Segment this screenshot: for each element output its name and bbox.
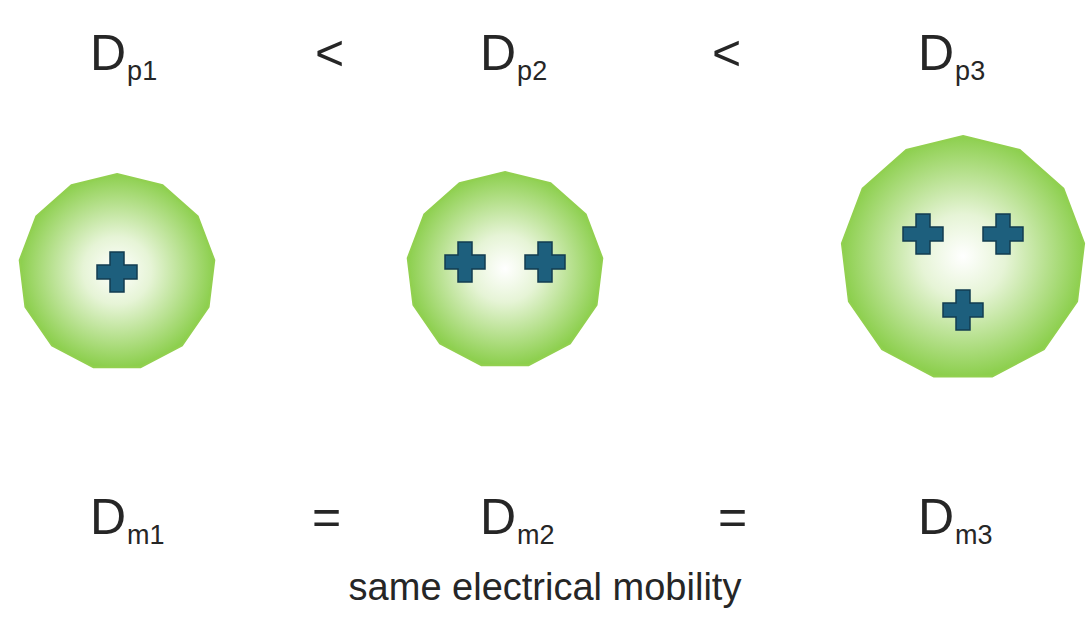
- symbol-letter: D: [918, 492, 954, 542]
- relation-sign: =: [718, 492, 747, 542]
- charge-symbol: [97, 252, 137, 292]
- subscript: p3: [955, 58, 985, 85]
- subscript: m3: [955, 522, 993, 549]
- relation-sign: =: [312, 492, 341, 542]
- relation-sign: <: [712, 28, 741, 78]
- symbol-letter: D: [918, 28, 954, 78]
- charge-symbol: [525, 242, 565, 282]
- symbol-letter: D: [90, 492, 126, 542]
- subscript: p1: [127, 58, 157, 85]
- caption-text: same electrical mobility: [349, 568, 742, 606]
- particle-shell: [408, 172, 603, 365]
- particle-shell: [20, 174, 215, 367]
- particle-shell: [842, 136, 1084, 377]
- charge-symbol: [983, 214, 1023, 254]
- charge-symbol: [903, 214, 943, 254]
- subscript: p2: [517, 58, 547, 85]
- symbol-letter: D: [90, 28, 126, 78]
- symbol-letter: D: [480, 492, 516, 542]
- symbol-letter: D: [480, 28, 516, 78]
- charge-symbol: [943, 290, 983, 330]
- charge-symbol: [445, 242, 485, 282]
- subscript: m1: [127, 522, 165, 549]
- relation-sign: <: [315, 28, 344, 78]
- subscript: m2: [517, 522, 555, 549]
